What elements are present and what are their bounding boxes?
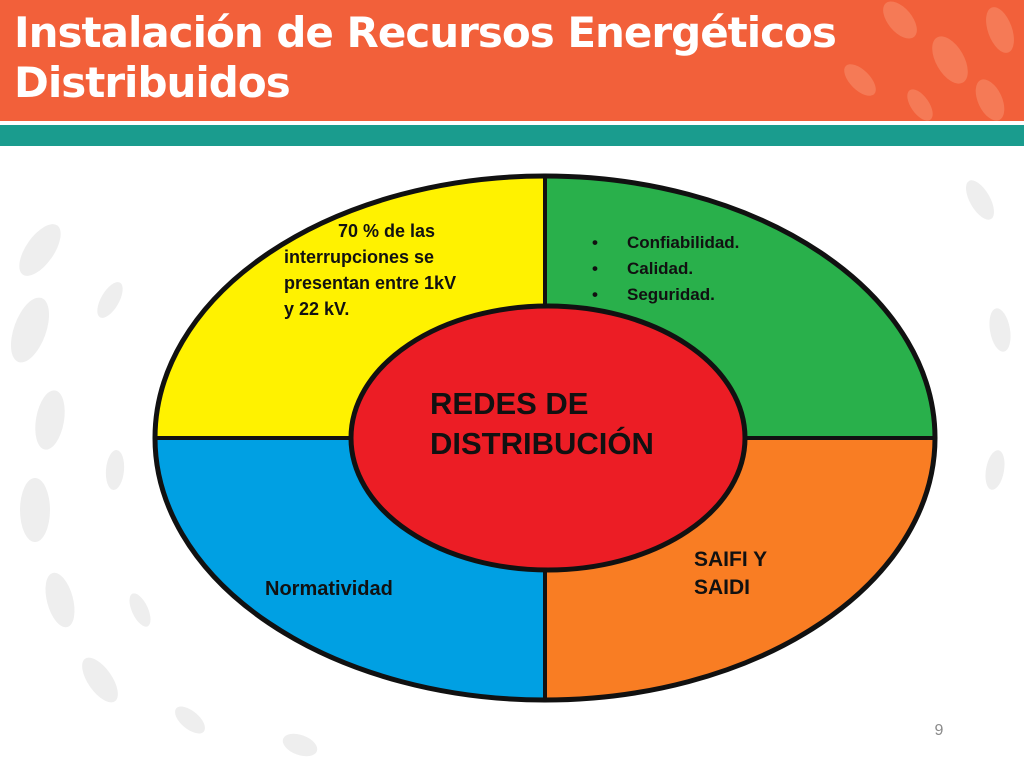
- bullet-item: Confiabilidad.: [592, 230, 739, 256]
- slide-title-line2: Distribuidos: [14, 58, 291, 107]
- interruptions-line4: y 22 kV.: [284, 299, 350, 319]
- outer-ring-outline: [152, 173, 938, 703]
- saifi-line2: SAIDI: [694, 576, 751, 599]
- interruptions-line3: presentan entre 1kV: [284, 273, 457, 293]
- saifi-saidi-label: SAIFI Y SAIDI: [694, 546, 814, 602]
- saifi-line1: SAIFI Y: [694, 548, 768, 571]
- center-ellipse: [348, 303, 748, 573]
- bullet-item: Seguridad.: [592, 282, 739, 308]
- center-label-line1: REDES DE: [430, 386, 589, 421]
- interruptions-note: 70 % de las interrupciones se presentan …: [284, 218, 510, 322]
- slide-title: Instalación de Recursos Energéticos Dist…: [14, 8, 837, 108]
- header-accent-band: [0, 125, 1024, 146]
- quality-bullet-list: Confiabilidad. Calidad. Seguridad.: [592, 230, 739, 308]
- interruptions-line1: 70 % de las: [338, 221, 436, 241]
- header-divider: [0, 121, 1024, 125]
- normatividad-label: Normatividad: [265, 578, 393, 600]
- slide-title-line1: Instalación de Recursos Energéticos: [14, 8, 837, 57]
- bullet-item: Calidad.: [592, 256, 739, 282]
- center-label-line2: DISTRIBUCIÓN: [430, 426, 654, 461]
- page-number: 9: [934, 722, 944, 739]
- center-label: REDES DE DISTRIBUCIÓN: [430, 384, 730, 464]
- interruptions-line2: interrupciones se: [284, 247, 435, 267]
